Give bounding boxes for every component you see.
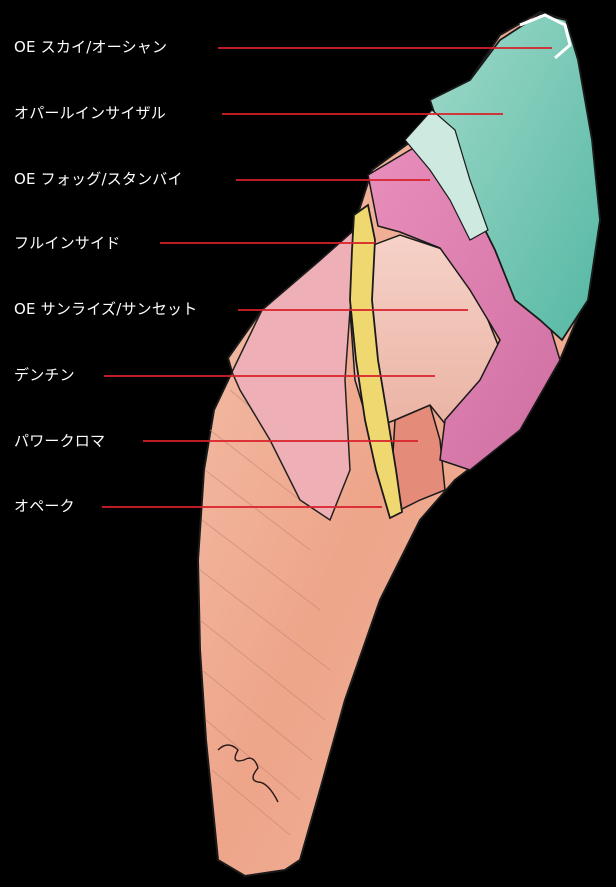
label-oe-sky-ocean: OE スカイ/オーシャン — [14, 38, 167, 56]
label-dentin: デンチン — [14, 366, 75, 384]
label-opaque: オペーク — [14, 497, 75, 515]
label-oe-fog-standby: OE フォッグ/スタンバイ — [14, 170, 183, 188]
label-oe-sunrise-sunset: OE サンライズ/サンセット — [14, 300, 197, 318]
label-opal-incisal: オパールインサイザル — [14, 104, 166, 122]
label-power-chroma: パワークロマ — [14, 432, 105, 450]
label-full-inside: フルインサイド — [14, 234, 120, 252]
